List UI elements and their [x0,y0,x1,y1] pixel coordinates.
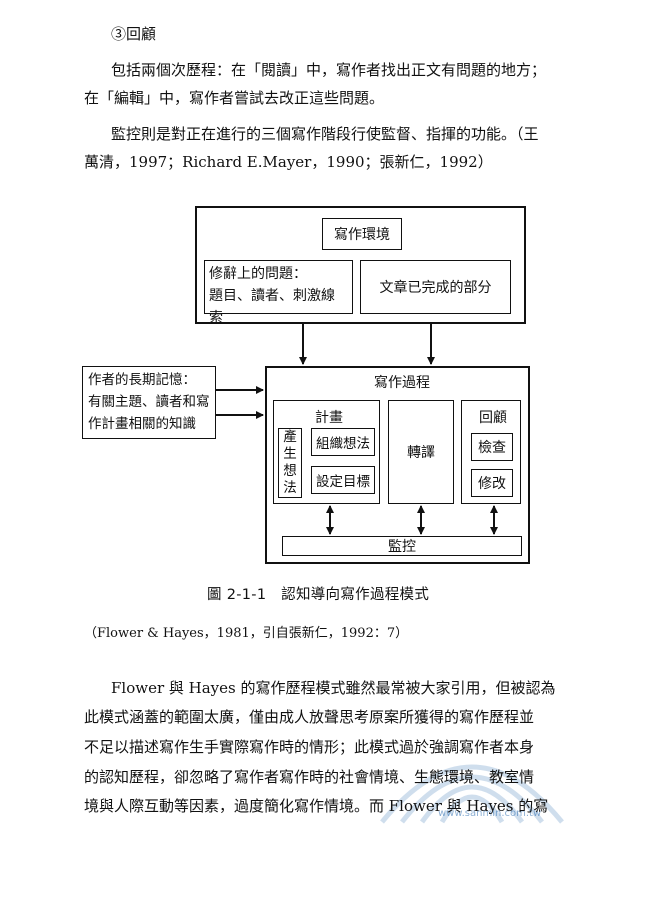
writing-process-label: 寫作過程 [374,375,430,391]
long-term-memory-title: 作者的長期記憶： [88,372,196,388]
paragraph-line: 的認知歷程，卻忽略了寫作者寫作時的社會情境、生態環境、教室情 [84,768,535,786]
long-term-memory-line: 有關主題、讀者和寫 [88,394,210,410]
evaluating-box: 檢查 [471,433,513,461]
paragraph-line: 萬清，1997；Richard E.Mayer，1990；張新仁，1992） [84,153,493,171]
paragraph-line: 境與人際互動等因素，過度簡化寫作情境。而 Flower 與 Hayes 的寫 [84,797,549,815]
reviewing-box [461,400,521,504]
paragraph-line: 監控則是對正在進行的三個寫作階段行使監督、指揮的功能。（王 [111,125,539,143]
long-term-memory-box: 作者的長期記憶： 有關主題、讀者和寫 作計畫相關的知識 [82,366,216,439]
organizing-box: 組織想法 [311,428,375,456]
watermark-logo [380,764,564,824]
watermark-url: www.sanmin.com.tw [438,808,542,819]
paragraph-line: 此模式涵蓋的範圍太廣，僅由成人放聲思考原案所獲得的寫作歷程並 [84,708,535,726]
planning-box [273,400,380,504]
paragraph-line: Flower 與 Hayes 的寫作歷程模式雖然最常被大家引用，但被認為 [111,679,556,697]
task-environment-box [195,206,526,324]
task-environment-label: 寫作環境 [322,218,402,250]
rhetorical-problem-title: 修辭上的問題： [209,266,307,282]
rhetorical-problem-detail: 題目、讀者、刺激線索 [209,288,335,326]
revising-box: 修改 [471,469,513,497]
paragraph-line: 不足以描述寫作生手實際寫作時的情形；此模式過於強調寫作者本身 [84,738,535,756]
monitor-box: 監控 [282,536,522,556]
planning-label: 計畫 [315,410,343,426]
reviewing-label: 回顧 [479,410,507,426]
figure-source: （Flower & Hayes，1981，引自張新仁，1992：7） [84,626,409,641]
text-produced-box: 文章已完成的部分 [360,260,511,314]
rhetorical-problem-box: 修辭上的問題： 題目、讀者、刺激線索 [204,260,353,326]
long-term-memory-line: 作計畫相關的知識 [88,416,196,432]
figure-caption: 圖 2-1-1 認知導向寫作過程模式 [207,587,430,603]
goal-setting-box: 設定目標 [311,466,375,494]
writing-process-box [265,366,530,564]
paragraph-line: 在「編輯」中，寫作者嘗試去改正這些問題。 [84,89,385,107]
section-heading: ③回顧 [111,25,157,43]
paragraph-line: 包括兩個次歷程：在「閱讀」中，寫作者找出正文有問題的地方； [111,61,547,79]
translating-box: 轉譯 [388,400,454,504]
generating-box: 產生想法 [278,428,302,498]
